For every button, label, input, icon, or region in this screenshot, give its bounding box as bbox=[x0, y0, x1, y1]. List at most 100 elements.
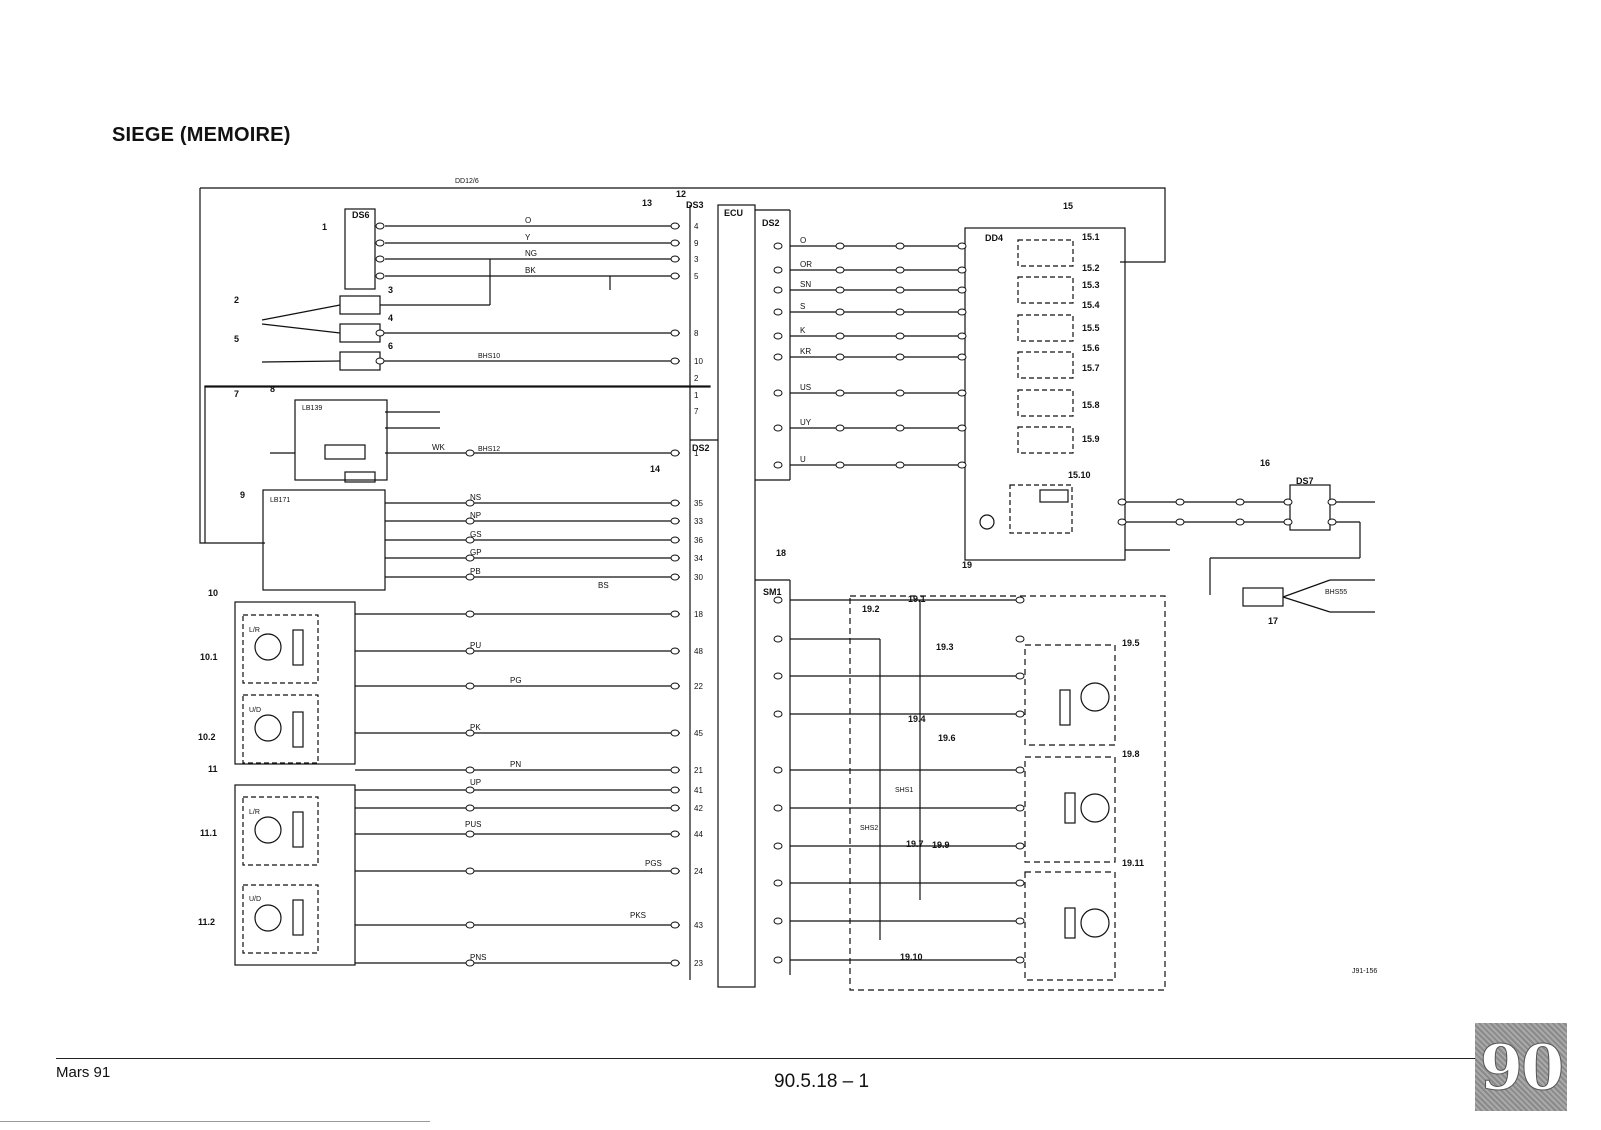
wire-color-labels: OYNGBKOORSNSKKRUSUYU49358102171353336343… bbox=[432, 216, 812, 968]
connector-pin-45 bbox=[465, 959, 475, 967]
footer-page-number: 90.5.18 – 1 bbox=[774, 1071, 870, 1092]
callout-19-8: 19.8 bbox=[1122, 749, 1140, 759]
callout-19-2: 19.2 bbox=[862, 604, 880, 614]
connector-pin-60 bbox=[895, 308, 905, 316]
callout-1: 1 bbox=[322, 222, 327, 232]
diagram-labels: DD12/6 DS3 ECU DS2 DS2 DS6 DD4 DS7 SM1 L… bbox=[249, 178, 1377, 975]
connector-pin-33 bbox=[465, 766, 475, 774]
pin-ds2-42: 42 bbox=[694, 804, 703, 813]
wire-label-pb: PB bbox=[470, 567, 481, 576]
pin-ds2-34: 34 bbox=[694, 554, 703, 563]
label-lr-1: L/R bbox=[249, 627, 260, 634]
connector-pin-7 bbox=[375, 272, 385, 280]
section-badge: 90 bbox=[1475, 1023, 1567, 1111]
connector-pin-90 bbox=[773, 766, 783, 774]
connector-pin-79 bbox=[835, 461, 845, 469]
connector-pin-35 bbox=[465, 786, 475, 794]
wire-label-dd4-5: KR bbox=[800, 347, 811, 356]
connector-pin-57 bbox=[957, 286, 967, 294]
wire-label-pns: PNS bbox=[470, 953, 486, 962]
label-lb139: LB139 bbox=[302, 405, 322, 412]
pin-ds2-23: 23 bbox=[694, 959, 703, 968]
connector-pin-21 bbox=[465, 554, 475, 562]
connector-pin-111 bbox=[1327, 518, 1337, 526]
callout-15-8: 15.8 bbox=[1082, 400, 1100, 410]
label-sm1: SM1 bbox=[763, 587, 782, 597]
connector-pin-102 bbox=[1117, 498, 1127, 506]
pin-ds3-8: 8 bbox=[694, 329, 699, 338]
wire-label-gp: GP bbox=[470, 548, 482, 557]
connector-pin-30 bbox=[670, 729, 680, 737]
wire-label-ds6-3: BK bbox=[525, 266, 536, 275]
callout-10-1: 10.1 bbox=[200, 652, 218, 662]
connector-pin-6 bbox=[670, 272, 680, 280]
callout-14: 14 bbox=[650, 464, 660, 474]
figure-reference: J91-156 bbox=[1352, 968, 1377, 975]
pin-ds3-3: 3 bbox=[694, 255, 699, 264]
callout-8: 8 bbox=[270, 384, 275, 394]
pin-ds2-36: 36 bbox=[694, 536, 703, 545]
connector-pins bbox=[375, 222, 1337, 967]
callout-6: 6 bbox=[388, 341, 393, 351]
footer-rule bbox=[56, 1058, 1476, 1059]
pin-ds3-10: 10 bbox=[694, 357, 703, 366]
wire-label-ds6-1: Y bbox=[525, 233, 531, 242]
wire-label-dd4-7: UY bbox=[800, 418, 812, 427]
connector-pin-51 bbox=[835, 266, 845, 274]
wire-lines bbox=[199, 187, 1375, 991]
connector-pin-76 bbox=[895, 424, 905, 432]
connector-pin-39 bbox=[465, 830, 475, 838]
label-bhs55: BHS55 bbox=[1325, 589, 1347, 596]
connector-pin-27 bbox=[465, 647, 475, 655]
wire-label-dd4-6: US bbox=[800, 383, 811, 392]
callout-18: 18 bbox=[776, 548, 786, 558]
connector-pin-103 bbox=[1175, 498, 1185, 506]
connector-pin-85 bbox=[1015, 635, 1025, 643]
connector-pin-97 bbox=[1015, 879, 1025, 887]
label-ud-2: U/D bbox=[249, 896, 261, 903]
pin-ds2-48: 48 bbox=[694, 647, 703, 656]
connector-pin-98 bbox=[773, 917, 783, 925]
callout-15-4: 15.4 bbox=[1082, 300, 1100, 310]
callout-15-5: 15.5 bbox=[1082, 323, 1100, 333]
connector-pin-43 bbox=[465, 921, 475, 929]
callout-4: 4 bbox=[388, 313, 393, 323]
connector-pin-1 bbox=[375, 222, 385, 230]
connector-pin-42 bbox=[670, 921, 680, 929]
callout-15-3: 15.3 bbox=[1082, 280, 1100, 290]
pin-ds3-5: 5 bbox=[694, 272, 699, 281]
wire-label-ds6-2: NG bbox=[525, 249, 537, 258]
callout-2: 2 bbox=[234, 295, 239, 305]
connector-pin-8 bbox=[670, 329, 680, 337]
connector-pin-73 bbox=[957, 389, 967, 397]
connector-pin-87 bbox=[1015, 672, 1025, 680]
callout-19-5: 19.5 bbox=[1122, 638, 1140, 648]
connector-pin-66 bbox=[773, 353, 783, 361]
connector-pin-109 bbox=[1235, 518, 1245, 526]
pin-ds3-2: 2 bbox=[694, 374, 699, 383]
connector-pin-11 bbox=[375, 357, 385, 365]
wire-label-ds6-0: O bbox=[525, 216, 531, 225]
wire-label-pus: PUS bbox=[465, 820, 481, 829]
connector-pin-99 bbox=[1015, 917, 1025, 925]
callout-7: 7 bbox=[234, 389, 239, 399]
callout-19-11: 19.11 bbox=[1122, 858, 1144, 868]
callout-15-1: 15.1 bbox=[1082, 232, 1100, 242]
label-ds2-right: DS2 bbox=[762, 218, 780, 228]
connector-pin-80 bbox=[895, 461, 905, 469]
connector-pin-82 bbox=[773, 596, 783, 604]
label-ecu: ECU bbox=[724, 208, 743, 218]
connector-pin-59 bbox=[835, 308, 845, 316]
connector-pin-58 bbox=[773, 308, 783, 316]
connector-pin-28 bbox=[670, 682, 680, 690]
pin-ds3-4: 4 bbox=[694, 222, 699, 231]
connector-pin-4 bbox=[670, 255, 680, 263]
connector-pin-54 bbox=[773, 286, 783, 294]
wire-label-pu: PU bbox=[470, 641, 481, 650]
connector-pin-19 bbox=[465, 536, 475, 544]
connector-pin-65 bbox=[957, 332, 967, 340]
callout-15-2: 15.2 bbox=[1082, 263, 1100, 273]
callout-19-1: 19.1 bbox=[908, 594, 926, 604]
connector-pin-31 bbox=[465, 729, 475, 737]
